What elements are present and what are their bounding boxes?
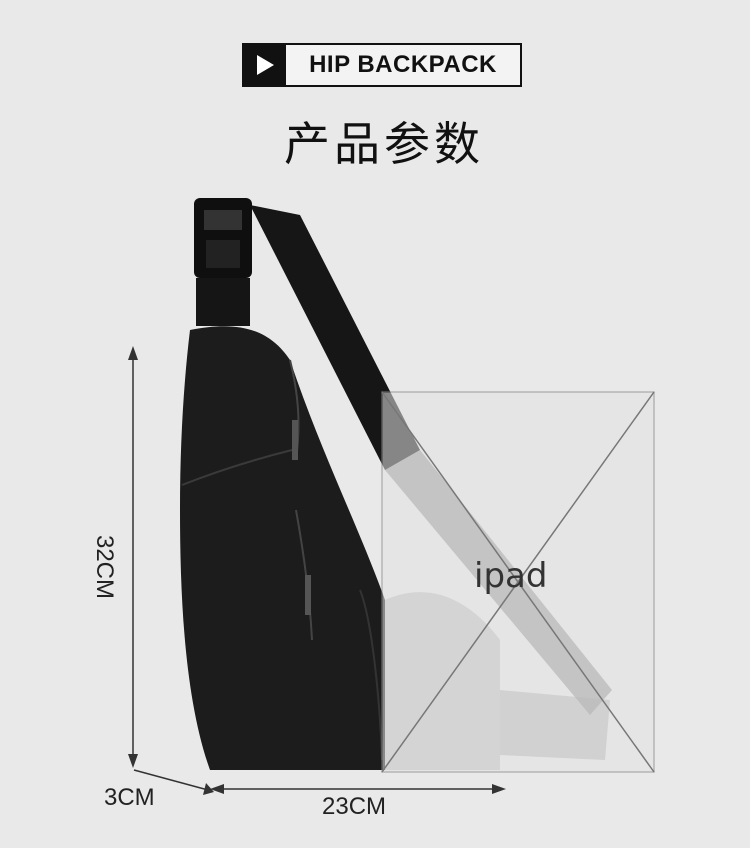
width-label: 23CM — [322, 793, 387, 820]
height-label: 32CM — [91, 534, 118, 600]
ipad-outline — [381, 391, 655, 773]
buckle-icon — [194, 198, 252, 326]
banner-title: HIP BACKPACK — [309, 51, 497, 78]
page-subtitle: 产品参数 — [284, 117, 484, 171]
ipad-label: ipad — [474, 556, 548, 596]
width-dimension-arrow — [210, 784, 506, 794]
play-icon — [244, 45, 286, 85]
depth-label: 3CM — [104, 784, 155, 811]
title-banner: HIP BACKPACK — [242, 43, 522, 87]
height-dimension-arrow — [128, 346, 138, 768]
depth-dimension-arrow — [133, 769, 214, 795]
bag-body — [180, 326, 385, 770]
